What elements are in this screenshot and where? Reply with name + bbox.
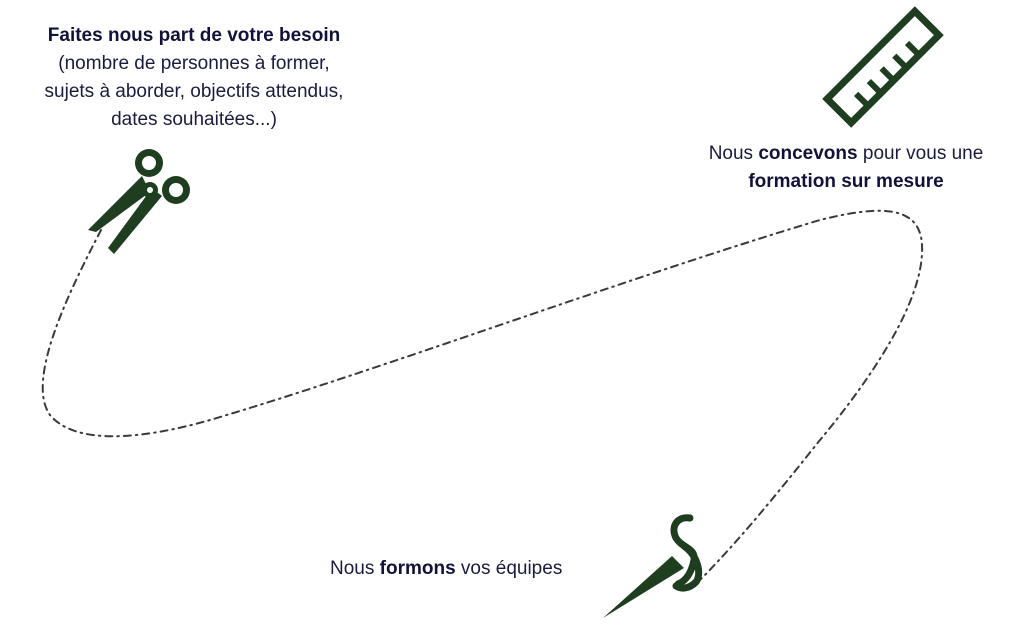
step-conception-text: Nous concevons pour vous une formation s… (672, 140, 1020, 196)
step-conception-bold: concevons (758, 143, 858, 164)
step-conception-bold2: formation sur mesure (748, 171, 944, 192)
step-formation-bold: formons (379, 558, 456, 579)
scissors-icon (88, 149, 190, 254)
step-besoin-line-2: sujets à aborder, objectifs attendus, (44, 81, 344, 102)
step-conception-line-2: formation sur mesure (672, 168, 1020, 196)
step-conception-line-1: Nous concevons pour vous une (672, 140, 1020, 168)
step-conception-prefix: Nous (708, 143, 759, 164)
step-formation-text: Nous formons vos équipes (330, 555, 630, 583)
step-besoin-line-3: dates souhaitées...) (111, 109, 277, 130)
ruler-icon (822, 6, 944, 128)
step-besoin-line-1: (nombre de personnes à former, (58, 53, 330, 74)
step-conception-middle: pour vous une (857, 143, 984, 164)
step-besoin-title: Faites nous part de votre besoin (47, 25, 341, 46)
step-formation-suffix: vos équipes (455, 558, 563, 579)
step-formation-prefix: Nous (330, 558, 380, 579)
needle-thread-icon (603, 514, 703, 618)
step-besoin-text: Faites nous part de votre besoin (nombre… (0, 22, 388, 134)
